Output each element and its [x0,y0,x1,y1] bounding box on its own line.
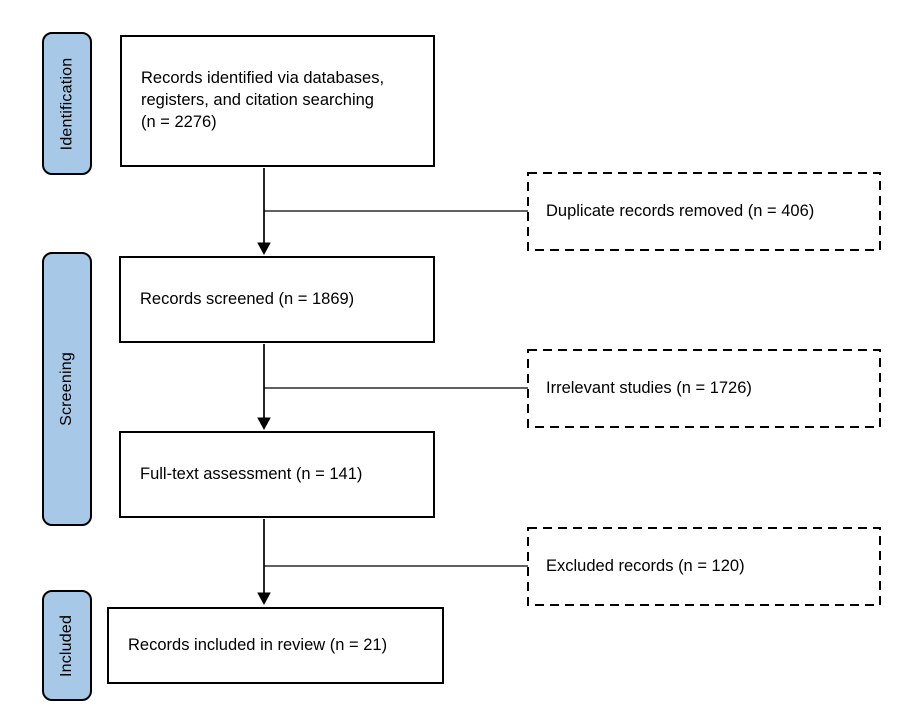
exclusion-box-excluded: Excluded records (n = 120) [528,528,880,605]
flow-box-records-identified-text: Records identified via databases, regist… [141,69,385,131]
flow-box-records-included-text: Records included in review (n = 21) [128,635,388,654]
stage-label-identification-text: Identification [58,57,76,150]
arrowhead-screened-to-fulltext [257,417,271,430]
exclusion-box-duplicates: Duplicate records removed (n = 406) [528,173,880,250]
stage-label-screening-text: Screening [58,352,76,426]
exclusion-box-duplicates-text: Duplicate records removed (n = 406) [546,201,815,220]
flow-box-fulltext-assessment-text: Full-text assessment (n = 141) [140,464,363,483]
flow-box-records-screened: Records screened (n = 1869) [119,256,435,343]
flow-box-records-screened-text: Records screened (n = 1869) [140,289,355,308]
stage-label-screening: Screening [42,252,92,526]
arrowhead-fulltext-to-included [257,592,271,605]
flow-box-records-identified: Records identified via databases, regist… [120,35,435,167]
flow-box-fulltext-assessment: Full-text assessment (n = 141) [119,431,435,518]
flow-box-records-included: Records included in review (n = 21) [107,607,444,684]
exclusion-box-irrelevant: Irrelevant studies (n = 1726) [528,350,880,427]
exclusion-box-excluded-text: Excluded records (n = 120) [546,556,745,575]
stage-label-included-text: Included [58,614,75,677]
arrowhead-identified-to-screened [257,242,271,255]
stage-label-included: Included [42,590,92,701]
stage-label-identification: Identification [42,32,92,175]
exclusion-box-irrelevant-text: Irrelevant studies (n = 1726) [546,378,752,397]
